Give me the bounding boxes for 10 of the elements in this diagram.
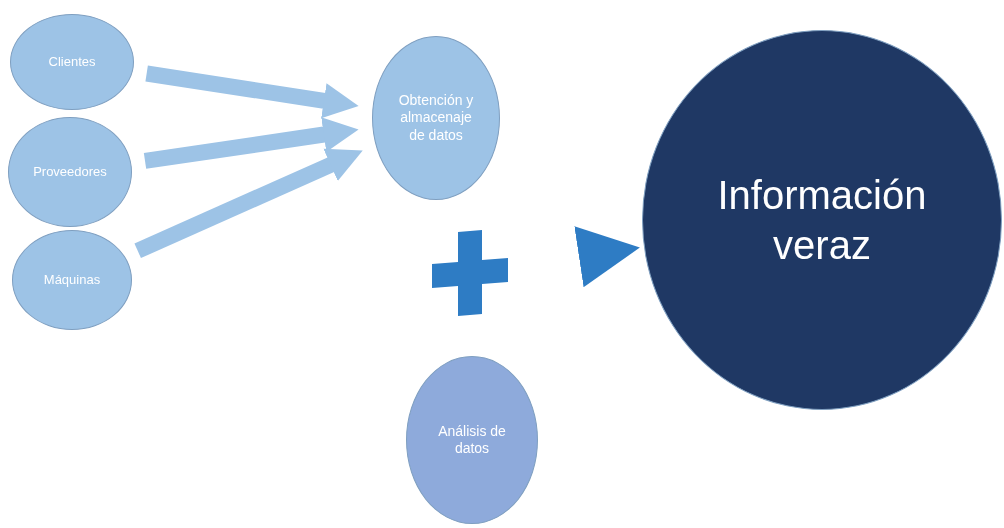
node-label: Información veraz bbox=[716, 172, 928, 269]
block-arrow bbox=[145, 65, 359, 119]
node-label: Máquinas bbox=[42, 271, 102, 289]
block-arrow bbox=[143, 117, 359, 169]
node-label: Clientes bbox=[47, 53, 97, 71]
node-label: Obtención y almacenaje de datos bbox=[397, 91, 475, 145]
block-arrow bbox=[574, 226, 640, 288]
block-arrow bbox=[134, 148, 363, 259]
node-label: Análisis de datos bbox=[437, 422, 507, 458]
node-label: Proveedores bbox=[32, 163, 108, 181]
